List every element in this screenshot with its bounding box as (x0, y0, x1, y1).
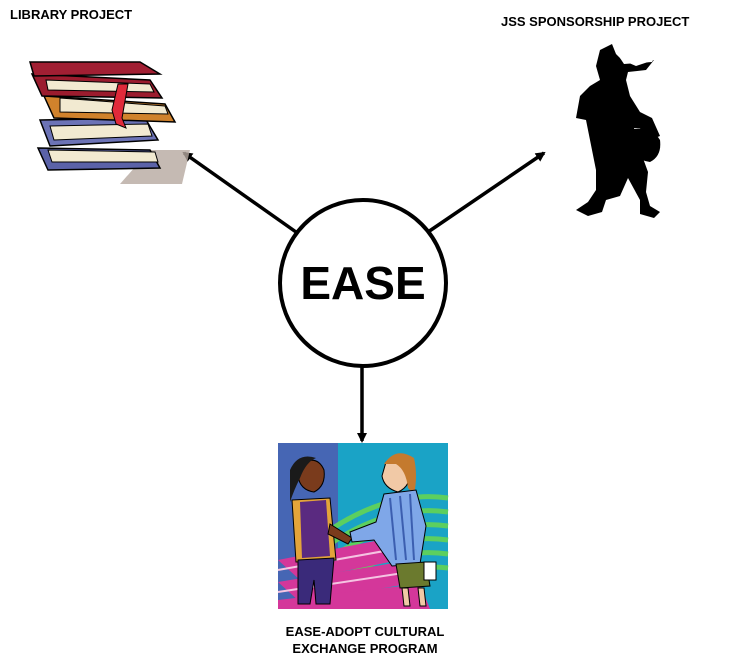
handshake-people-icon (277, 443, 449, 609)
books-stack-icon (29, 61, 190, 184)
ease-adopt-label-line2: EXCHANGE PROGRAM (292, 641, 438, 656)
ease-center-circle (278, 198, 448, 368)
arrow-to-library (182, 151, 298, 234)
jss-sponsorship-project-label: JSS SPONSORSHIP PROJECT (501, 14, 690, 29)
arrow-to-jss (427, 151, 546, 234)
ease-adopt-program-label: EASE-ADOPT CULTURAL EXCHANGE PROGRAM (232, 623, 498, 657)
ease-center-label: EASE (300, 257, 425, 309)
schoolchild-silhouette-icon (576, 44, 661, 218)
ease-adopt-label-line1: EASE-ADOPT CULTURAL (285, 624, 445, 639)
library-project-label: LIBRARY PROJECT (10, 7, 133, 22)
